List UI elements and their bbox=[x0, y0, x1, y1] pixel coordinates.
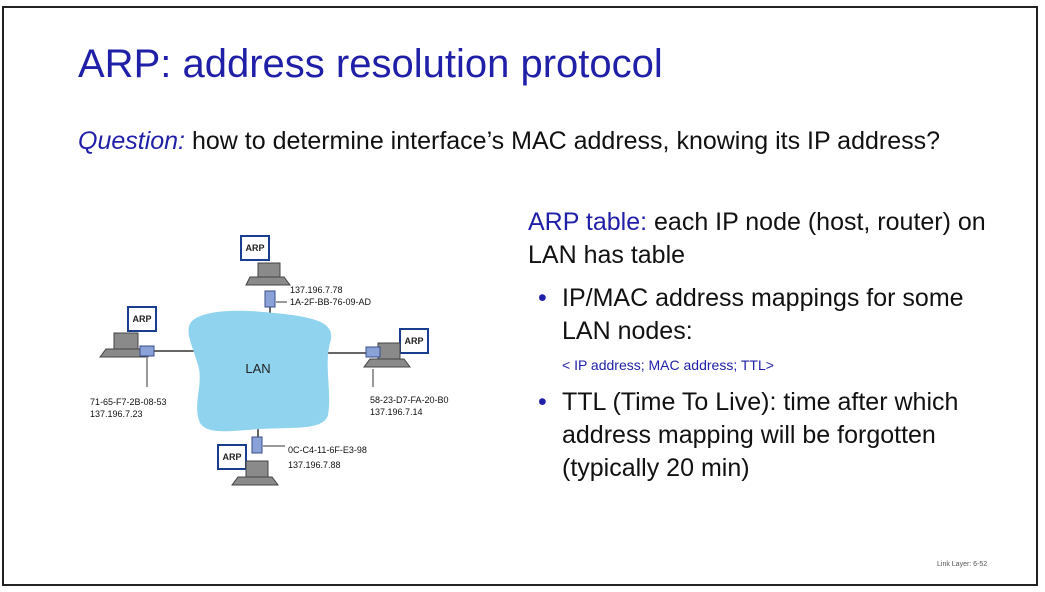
host-bottom: 0C-C4-11-6F-E3-98 137.196.7.88 ARP bbox=[217, 436, 367, 486]
host-bottom-ip: 137.196.7.88 bbox=[288, 460, 341, 470]
arp-table-description: ARP table: each IP node (host, router) o… bbox=[528, 206, 998, 485]
bullet-ttl-text: TTL (Time To Live): time after which add… bbox=[562, 388, 959, 482]
laptop-icon-top bbox=[245, 262, 291, 286]
slide bbox=[2, 6, 1038, 586]
question-text: Question: how to determine interface’s M… bbox=[78, 124, 958, 158]
arp-label-left: ARP bbox=[132, 314, 151, 324]
arp-label-bottom: ARP bbox=[222, 452, 241, 462]
slide-title: ARP: address resolution protocol bbox=[78, 42, 663, 86]
host-left-mac: 71-65-F7-2B-08-53 bbox=[90, 397, 167, 407]
host-right: ARP 58-23-D7-FA-20-B0 137.196.7.14 bbox=[363, 328, 449, 417]
bullet-ttl: • TTL (Time To Live): time after which a… bbox=[528, 386, 998, 485]
adapter-icon-left bbox=[139, 345, 155, 357]
host-bottom-mac: 0C-C4-11-6F-E3-98 bbox=[288, 445, 367, 455]
adapter-icon-right bbox=[365, 346, 381, 358]
bullet-dot-icon: • bbox=[538, 388, 547, 416]
adapter-icon-bottom bbox=[251, 436, 263, 454]
question-label: Question: bbox=[78, 127, 186, 155]
bullet-mappings-text: IP/MAC address mappings for some LAN nod… bbox=[562, 284, 964, 345]
arp-table-icon-bottom bbox=[217, 444, 247, 470]
host-top-ip: 137.196.7.78 bbox=[290, 285, 343, 295]
arp-table-intro: ARP table: each IP node (host, router) o… bbox=[528, 206, 998, 272]
host-right-mac: 58-23-D7-FA-20-B0 bbox=[370, 395, 449, 405]
laptop-icon-left bbox=[99, 332, 149, 358]
arp-table-icon-left bbox=[127, 306, 157, 332]
question-body: how to determine interface’s MAC address… bbox=[185, 127, 941, 155]
bullet-mappings: • IP/MAC address mappings for some LAN n… bbox=[528, 282, 998, 348]
host-left-ip: 137.196.7.23 bbox=[90, 409, 143, 419]
adapter-icon-top bbox=[264, 290, 276, 308]
arp-label-right: ARP bbox=[404, 336, 423, 346]
host-right-ip: 137.196.7.14 bbox=[370, 407, 423, 417]
host-top-mac: 1A-2F-BB-76-09-AD bbox=[290, 297, 372, 307]
slide-footer: Link Layer: 6-52 bbox=[937, 561, 988, 568]
arp-table-icon-right bbox=[399, 328, 429, 354]
host-left: ARP 71-65-F7-2B-08-53 137.196.7.23 bbox=[90, 306, 167, 419]
arp-table-label: ARP table: bbox=[528, 208, 648, 236]
mapping-format: < IP address; MAC address; TTL> bbox=[562, 357, 774, 373]
lan-cloud bbox=[188, 310, 332, 432]
host-top: ARP 137.196.7.78 1A-2F-BB-76-09-AD bbox=[240, 235, 372, 308]
laptop-icon-bottom bbox=[231, 460, 279, 486]
lan-diagram-svg: LAN ARP 137.196.7.78 1A-2F-BB-76-09-AD A… bbox=[90, 235, 449, 486]
arp-table-icon-top bbox=[240, 235, 270, 261]
arp-lan-diagram: LAN ARP 137.196.7.78 1A-2F-BB-76-09-AD A… bbox=[70, 225, 510, 515]
arp-table-text: each IP node (host, router) on LAN has t… bbox=[528, 208, 986, 269]
arp-label-top: ARP bbox=[245, 243, 264, 253]
lan-label: LAN bbox=[245, 361, 270, 376]
bullet-dot-icon: • bbox=[538, 284, 547, 312]
